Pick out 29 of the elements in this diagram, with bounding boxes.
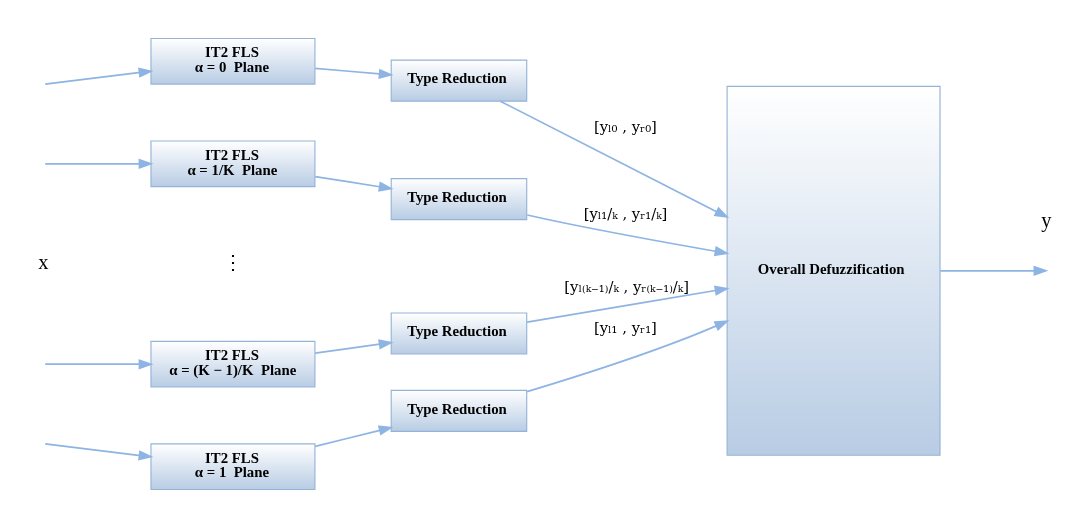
arrow (526, 285, 730, 324)
arrow (44, 67, 154, 85)
arrow (44, 158, 154, 169)
node-box: IT2 FLS α = 1 Plane (150, 443, 316, 490)
arrow (314, 67, 394, 79)
node-box: IT2 FLS α = 1/K Plane (150, 140, 316, 188)
node-box: IT2 FLS α = 0 Plane (150, 38, 316, 85)
arrow (44, 443, 154, 461)
label: y (1041, 208, 1052, 231)
label: ⋮ (222, 251, 243, 274)
node-box: Type Reduction (390, 389, 528, 432)
arrow (44, 359, 154, 370)
arrow (314, 175, 394, 192)
edge-label: [yₗ₁ , yᵣ₁] (593, 318, 657, 336)
label: x (38, 251, 49, 274)
arrow (499, 100, 730, 219)
node-box: Overall Defuzzification (726, 85, 941, 456)
arrow (939, 265, 1049, 277)
edge-label: [yₗ₀ , yᵣ₀] (593, 118, 657, 136)
node-box: IT2 FLS α = (K − 1)/K Plane (150, 340, 316, 388)
arrow (526, 320, 730, 393)
arrow (314, 425, 394, 448)
arrow (314, 339, 394, 354)
node-box: Type Reduction (390, 312, 528, 355)
node-box: Type Reduction (390, 178, 528, 221)
node-box: Type Reduction (390, 59, 528, 102)
arrow (526, 214, 730, 257)
edge-label: [yₗ₁/ₖ , yᵣ₁/ₖ] (583, 204, 668, 222)
edge-label: [yₗ₍ₖ₋₁₎/ₖ , yᵣ₍ₖ₋₁₎/ₖ] (564, 277, 689, 295)
